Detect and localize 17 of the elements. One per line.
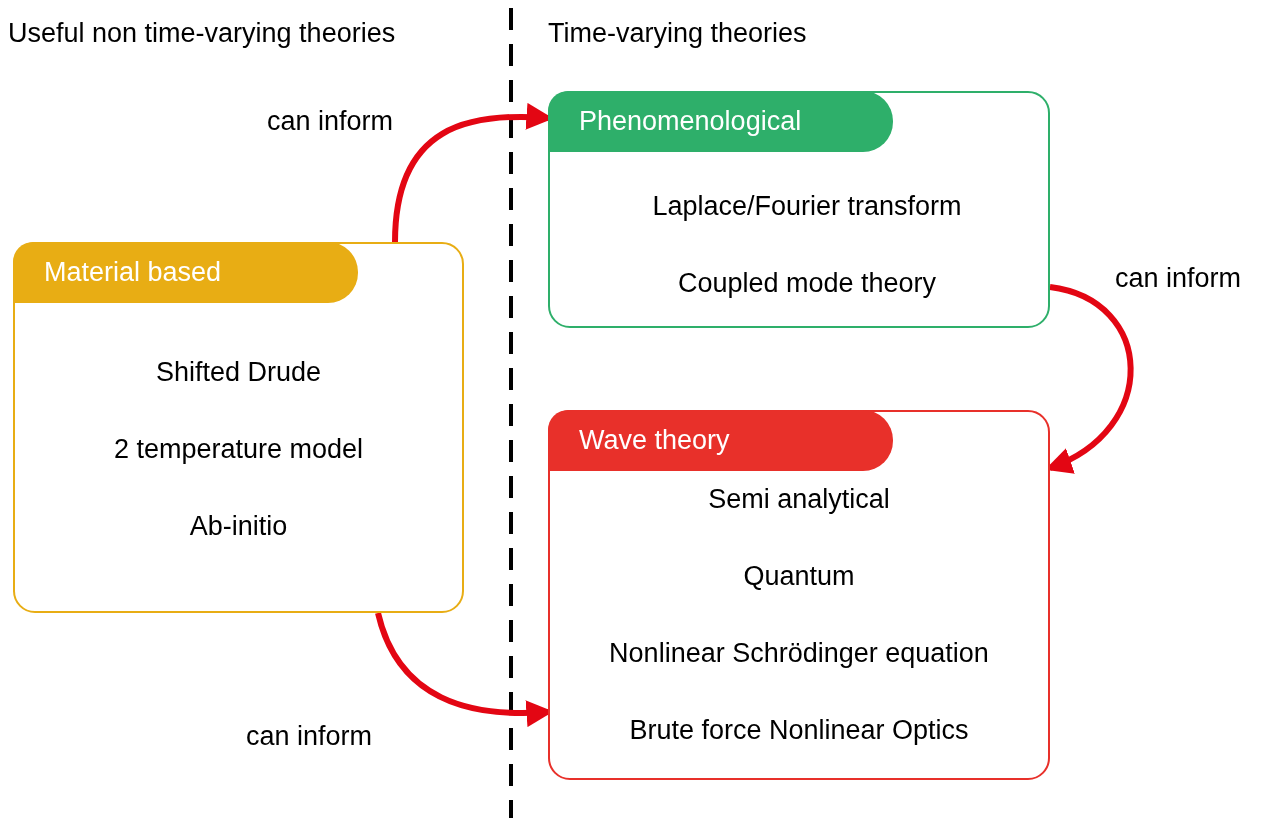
theory-item: 2 temperature model bbox=[112, 433, 365, 465]
theory-item: Semi analytical bbox=[707, 483, 891, 515]
panel-heading: Wave theory bbox=[548, 410, 893, 471]
column-heading: Time-varying theories bbox=[548, 17, 807, 49]
theory-panel bbox=[548, 91, 1050, 328]
theory-item: Nonlinear Schrödinger equation bbox=[608, 637, 990, 669]
column-heading: Useful non time-varying theories bbox=[8, 17, 396, 49]
theory-panel bbox=[13, 242, 464, 613]
theory-panel bbox=[548, 410, 1050, 780]
panel-heading: Material based bbox=[13, 242, 358, 303]
theory-item: Laplace/Fourier transform bbox=[651, 190, 963, 222]
panel-heading: Phenomenological bbox=[548, 91, 893, 152]
theory-item: Quantum bbox=[742, 560, 856, 592]
theory-item: Brute force Nonlinear Optics bbox=[628, 714, 970, 746]
theory-item: Coupled mode theory bbox=[676, 267, 938, 299]
theory-item: Shifted Drude bbox=[154, 356, 323, 388]
theory-item: Ab-initio bbox=[188, 510, 289, 542]
